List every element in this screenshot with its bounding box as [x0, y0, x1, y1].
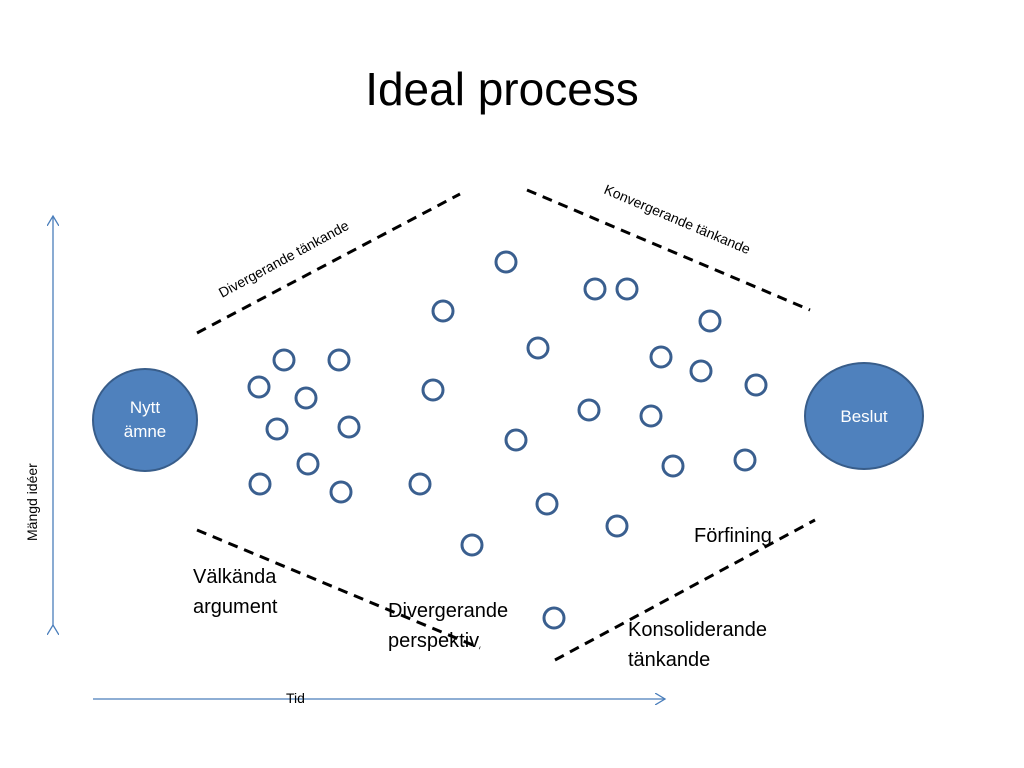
idea-circle [639, 404, 663, 428]
end-node [804, 362, 924, 470]
divergent-perspectives-label: Divergerande perspektiv [388, 600, 509, 652]
idea-circle [661, 454, 685, 478]
x-axis-label: Tid [286, 690, 305, 706]
page-title: Ideal process [365, 63, 639, 115]
y-axis-label: Mängd idéer [24, 463, 40, 541]
divergent-line-label: Divergerande tänkande [216, 217, 352, 301]
idea-circle [689, 359, 713, 383]
idea-circle [649, 345, 673, 369]
idea-circle [327, 348, 351, 372]
idea-circle [296, 452, 320, 476]
divergent-top-line [196, 192, 461, 335]
idea-circle [526, 336, 550, 360]
idea-circle [248, 472, 272, 496]
convergent-bottom-line [554, 518, 816, 662]
idea-circle [494, 250, 518, 274]
divergent-bottom-line [196, 528, 481, 650]
idea-circle [698, 309, 722, 333]
idea-circle [460, 533, 484, 557]
idea-circle [337, 415, 361, 439]
idea-circle [247, 375, 271, 399]
consolidating-label: Konsoliderande tänkande [628, 619, 767, 671]
refinement-label: Förfining [694, 525, 772, 547]
convergent-top-line [526, 188, 811, 312]
idea-circle [744, 373, 768, 397]
start-node [92, 368, 198, 472]
idea-circle [329, 480, 353, 504]
idea-circle [265, 417, 289, 441]
idea-circle [583, 277, 607, 301]
end-node-label: Beslut [840, 407, 888, 426]
idea-circle [408, 472, 432, 496]
idea-circle [615, 277, 639, 301]
idea-circle [535, 492, 559, 516]
idea-circle [605, 514, 629, 538]
idea-circle [431, 299, 455, 323]
idea-circle [733, 448, 757, 472]
start-node-label: Nytt ämne [123, 398, 167, 441]
idea-circle [504, 428, 528, 452]
idea-circles [247, 250, 768, 630]
idea-circle [542, 606, 566, 630]
known-arguments-label: Välkända argument [193, 566, 278, 618]
idea-circle [577, 398, 601, 422]
idea-circle [421, 378, 445, 402]
idea-circle [272, 348, 296, 372]
idea-circle [294, 386, 318, 410]
convergent-line-label: Konvergerande tänkande [602, 181, 753, 257]
